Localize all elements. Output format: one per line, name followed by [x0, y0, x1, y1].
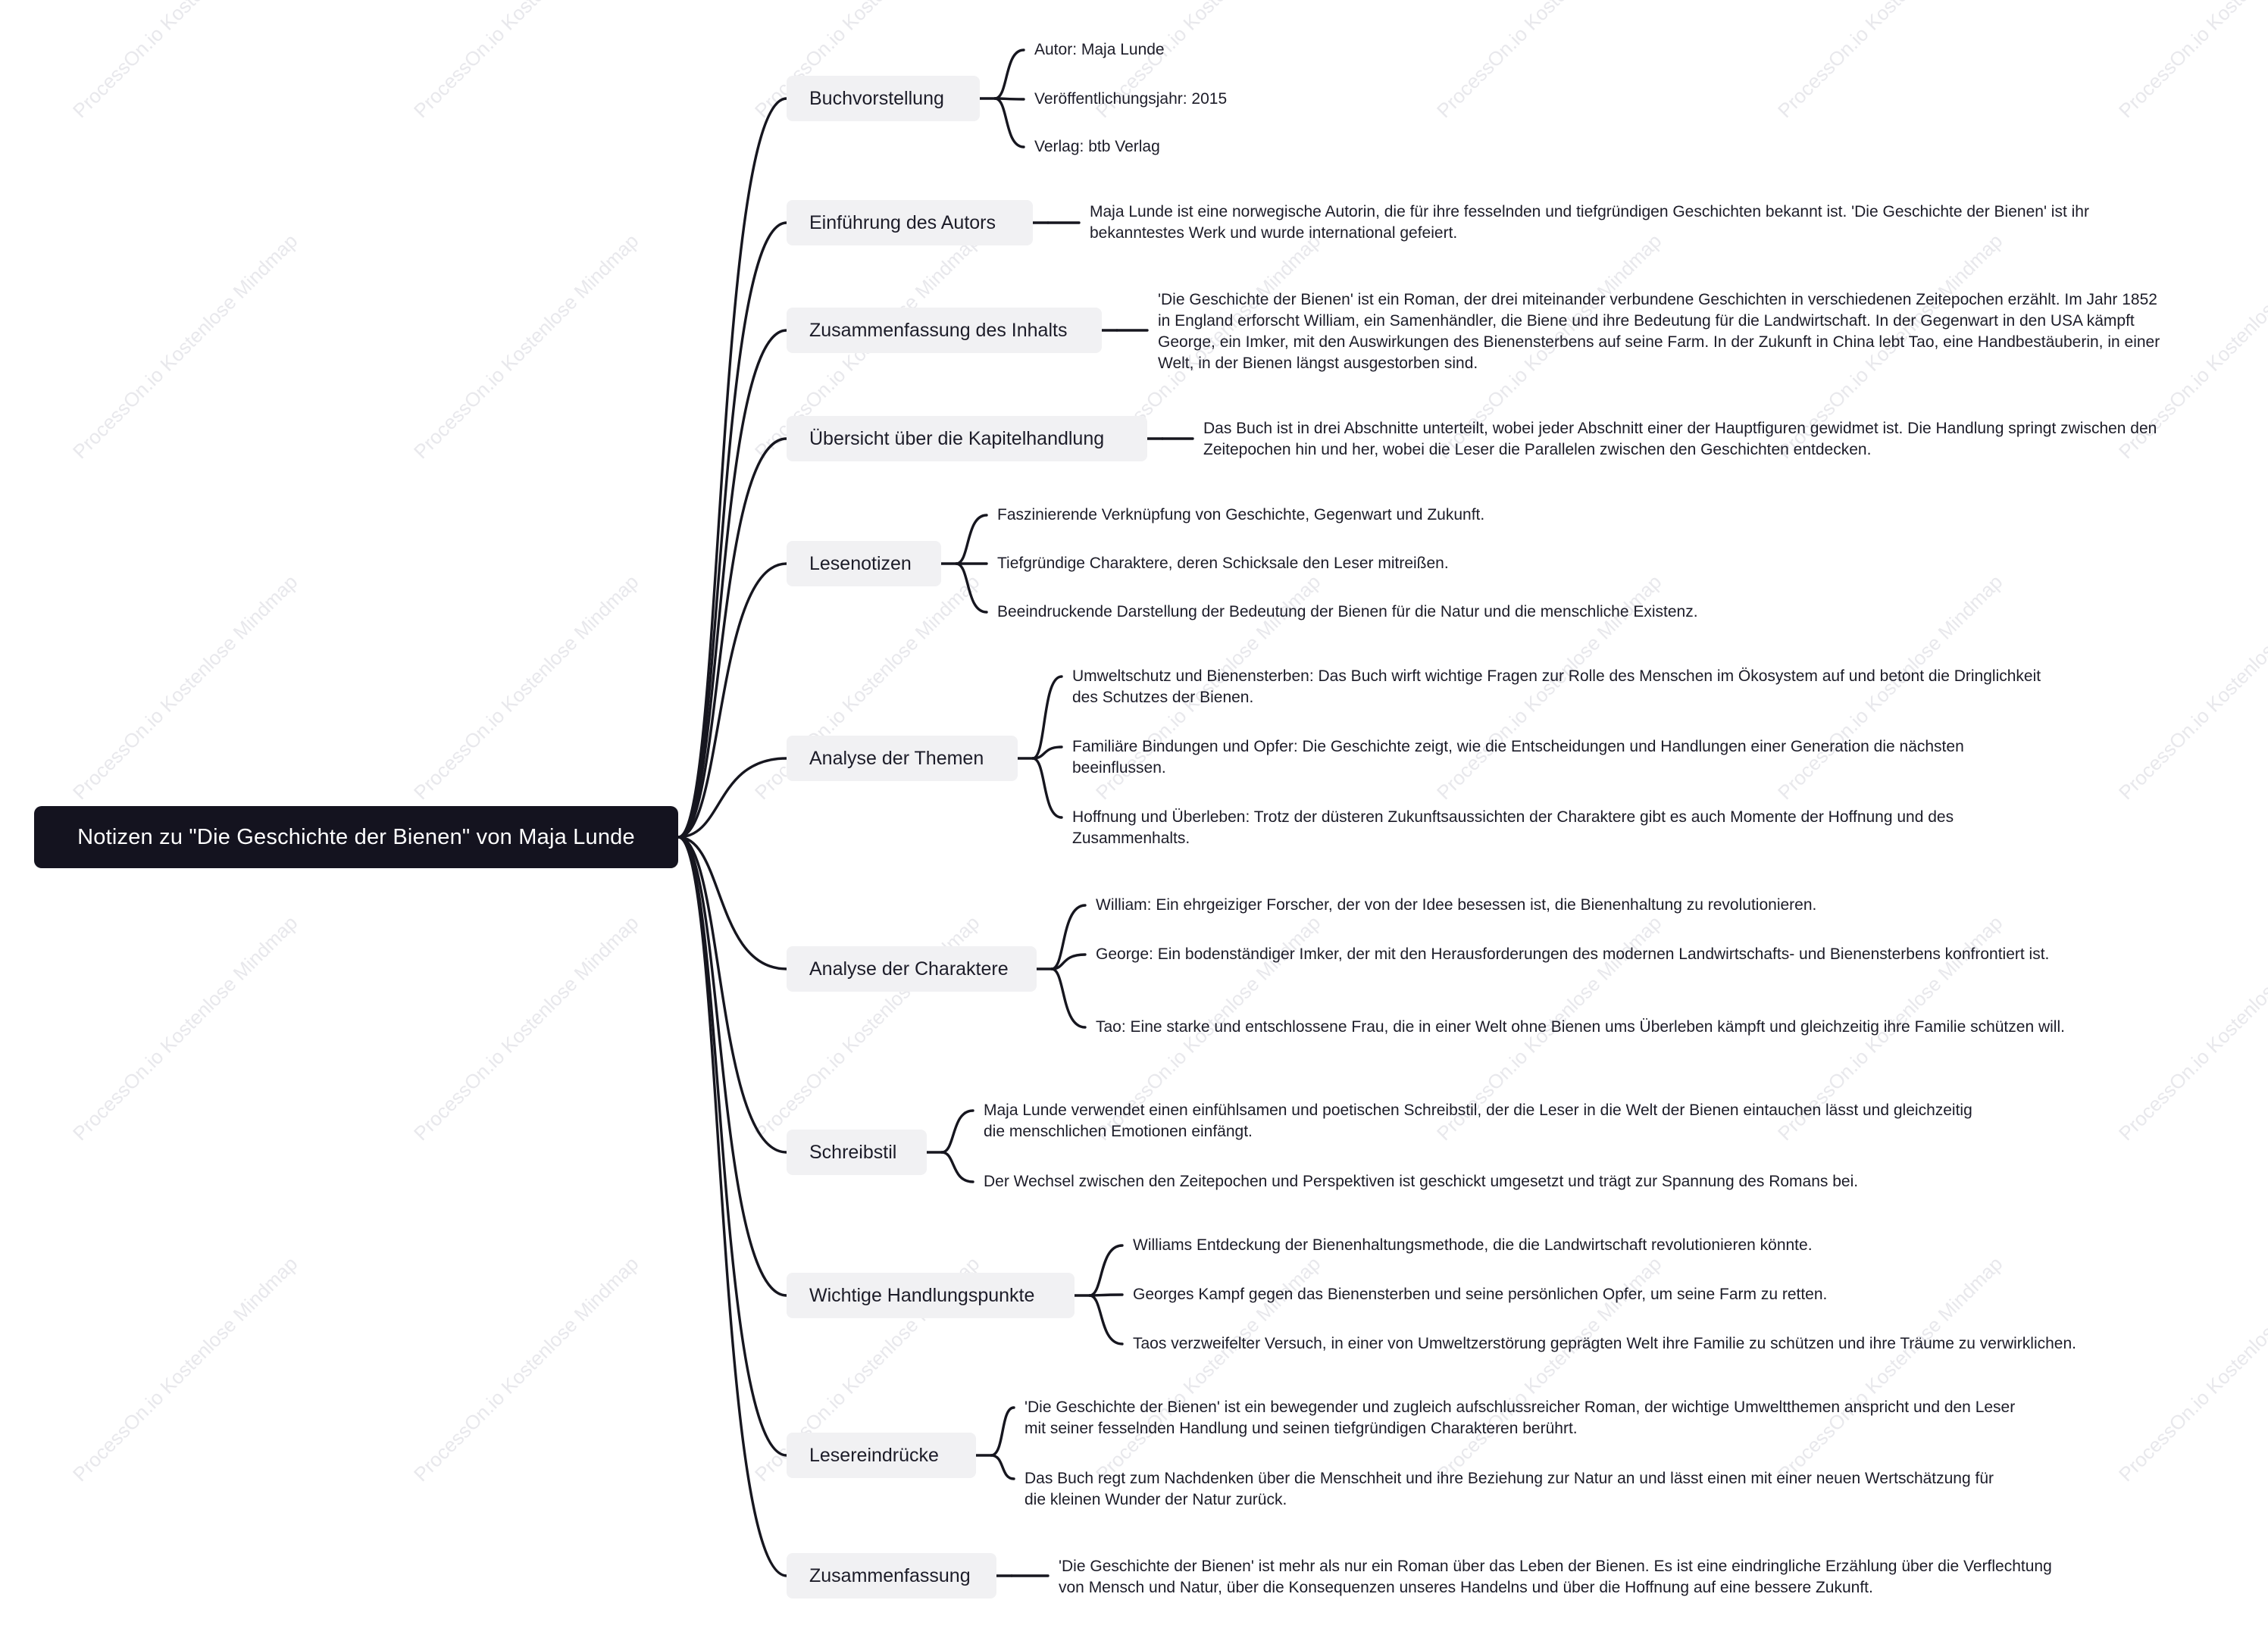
connector-line [677, 836, 788, 1297]
branch-topic[interactable]: Übersicht über die Kapitelhandlung [787, 416, 1147, 461]
connector-line [677, 437, 788, 839]
branch-topic[interactable]: Zusammenfassung des Inhalts [787, 308, 1102, 353]
leaf-topic[interactable]: Familiäre Bindungen und Opfer: Die Gesch… [1072, 738, 1964, 777]
connector-line [990, 1454, 1015, 1480]
branch-topic[interactable]: Analyse der Themen [787, 736, 1018, 781]
connector-line [955, 514, 988, 565]
leaf-topic[interactable]: Williams Entdeckung der Bienenhaltungsme… [1133, 1236, 1813, 1254]
leaf-topic[interactable]: Georges Kampf gegen das Bienensterben un… [1133, 1286, 1828, 1303]
leaf-topic[interactable]: 'Die Geschichte der Bienen' ist ein Roma… [1158, 291, 2160, 372]
branch-topic[interactable]: Schreibstil [787, 1130, 927, 1175]
branch-topic[interactable]: Zusammenfassung [787, 1553, 996, 1599]
connector-line [990, 1406, 1015, 1457]
branch-topic[interactable]: Buchvorstellung [787, 76, 980, 121]
connector-line [1088, 1244, 1124, 1297]
branch-topic[interactable]: Lesereindrücke [787, 1433, 976, 1478]
leaf-topic[interactable]: William: Ein ehrgeiziger Forscher, der v… [1096, 896, 1817, 914]
leaf-topic[interactable]: Maja Lunde ist eine norwegische Autorin,… [1090, 203, 2089, 242]
connector-line [677, 221, 788, 839]
leaf-topic[interactable]: George: Ein bodenständiger Imker, der mi… [1096, 945, 2050, 963]
connector-line [1050, 967, 1087, 1029]
leaf-topic[interactable]: 'Die Geschichte der Bienen' ist mehr als… [1059, 1558, 2052, 1596]
connector-line [955, 562, 988, 614]
connector-line [1050, 904, 1087, 970]
connector-line [993, 48, 1025, 100]
branch-topic[interactable]: Lesenotizen [787, 541, 941, 586]
leaf-topic[interactable]: Verlag: btb Verlag [1034, 138, 1160, 155]
connector-line [677, 97, 788, 839]
leaf-topic[interactable]: 'Die Geschichte der Bienen' ist ein bewe… [1025, 1399, 2016, 1437]
root-topic[interactable]: Notizen zu "Die Geschichte der Bienen" v… [34, 806, 678, 868]
connector-line [677, 836, 788, 1154]
branch-topic[interactable]: Wichtige Handlungspunkte [787, 1273, 1075, 1318]
leaf-topic[interactable]: Faszinierende Verknüpfung von Geschichte… [997, 506, 1485, 523]
leaf-topic[interactable]: Der Wechsel zwischen den Zeitepochen und… [984, 1173, 1859, 1190]
leaf-topic[interactable]: Autor: Maja Lunde [1034, 41, 1165, 58]
leaf-topic[interactable]: Umweltschutz und Bienensterben: Das Buch… [1072, 667, 2041, 706]
connector-line [677, 757, 788, 839]
connector-line [1031, 675, 1063, 760]
branch-topic[interactable]: Analyse der Charaktere [787, 946, 1037, 992]
connector-line [940, 1151, 974, 1183]
connector-line [1088, 1294, 1124, 1345]
leaf-topic[interactable]: Beeindruckende Darstellung der Bedeutung… [997, 603, 1698, 620]
connector-line [993, 97, 1025, 148]
leaf-topic[interactable]: Das Buch ist in drei Abschnitte untertei… [1203, 420, 2157, 458]
connector-line [940, 1109, 974, 1154]
connector-line [677, 836, 788, 1577]
leaf-topic[interactable]: Das Buch regt zum Nachdenken über die Me… [1025, 1470, 1994, 1508]
branch-topic[interactable]: Einführung des Autors [787, 200, 1033, 245]
leaf-topic[interactable]: Tiefgründige Charaktere, deren Schicksal… [997, 555, 1449, 572]
leaf-topic[interactable]: Hoffnung und Überleben: Trotz der düster… [1072, 808, 1954, 847]
connector-line [1031, 757, 1063, 819]
leaf-topic[interactable]: Veröffentlichungsjahr: 2015 [1034, 90, 1228, 108]
connector-line [677, 329, 788, 839]
connector-line [677, 836, 788, 970]
leaf-topic[interactable]: Taos verzweifelter Versuch, in einer von… [1133, 1335, 2076, 1352]
leaf-topic[interactable]: Maja Lunde verwendet einen einfühlsamen … [984, 1102, 1972, 1140]
connector-line [677, 562, 788, 839]
leaf-topic[interactable]: Tao: Eine starke und entschlossene Frau,… [1096, 1018, 2065, 1036]
connector-line [1050, 953, 1087, 970]
